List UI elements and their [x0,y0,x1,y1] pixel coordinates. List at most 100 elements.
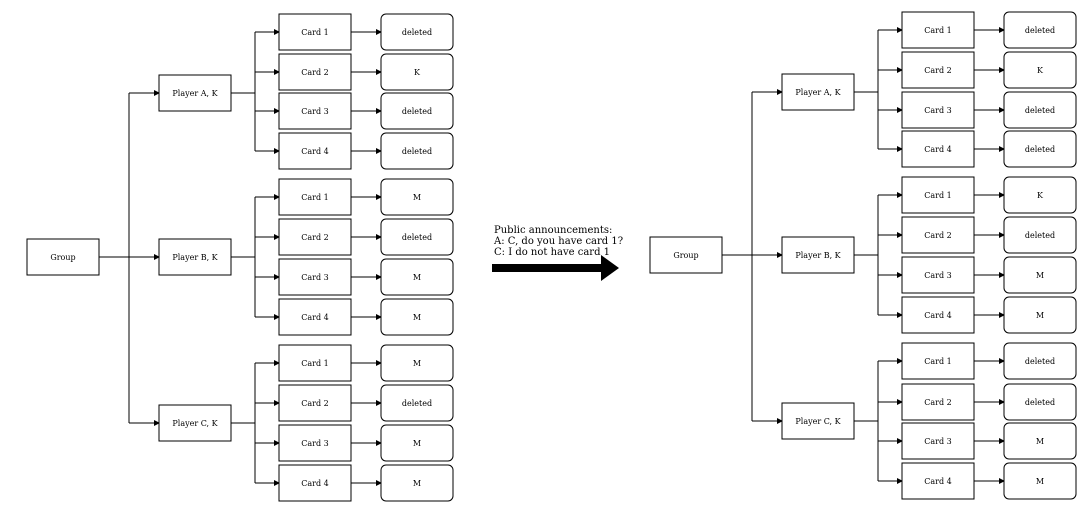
player-a-card-2-status-node: K [1003,51,1077,89]
player-b-card-1-node-label: Card 1 [924,191,951,200]
player-a-card-4-status-node-label: deleted [1025,145,1055,154]
player-b-card-1-status-node-label: M [413,193,421,202]
player-c-card-4-status-node: M [380,464,454,502]
player-c-node: Player C, K [781,402,855,440]
player-b-card-2-status-node: deleted [1003,216,1077,254]
player-a-card-1-status-node-label: deleted [1025,26,1055,35]
player-b-card-2-node: Card 2 [901,216,975,254]
player-c-card-1-status-node-label: M [413,359,421,368]
player-c-node-label: Player C, K [172,419,218,428]
player-a-card-4-node: Card 4 [278,132,352,170]
player-a-card-3-node: Card 3 [901,91,975,129]
player-a-node-label: Player A, K [795,88,841,97]
player-c-card-2-node-label: Card 2 [301,399,328,408]
player-b-card-4-status-node: M [1003,296,1077,334]
player-b-card-4-status-node-label: M [413,313,421,322]
player-c-card-3-node: Card 3 [901,422,975,460]
player-a-card-4-node-label: Card 4 [924,145,951,154]
player-c-card-2-node: Card 2 [278,384,352,422]
transition-arrow [492,255,619,281]
player-c-card-3-status-node: M [1003,422,1077,460]
player-c-card-4-status-node: M [1003,462,1077,500]
player-a-card-1-node-label: Card 1 [924,26,951,35]
player-c-card-1-node: Card 1 [901,342,975,380]
player-a-card-4-status-node: deleted [380,132,454,170]
player-b-card-1-node-label: Card 1 [301,193,328,202]
group-node-label: Group [50,253,75,262]
player-b-card-1-status-node-label: K [1037,191,1044,200]
player-b-card-1-status-node: M [380,178,454,216]
player-b-card-4-node: Card 4 [901,296,975,334]
group-node: Group [26,238,100,276]
player-a-card-4-node: Card 4 [901,130,975,168]
player-c-card-4-status-node-label: M [1036,477,1044,486]
player-a-card-3-status-node-label: deleted [402,107,432,116]
player-c-card-2-status-node: deleted [380,384,454,422]
player-c-card-1-status-node: deleted [1003,342,1077,380]
player-c-card-4-node: Card 4 [278,464,352,502]
player-a-card-3-status-node: deleted [1003,91,1077,129]
player-b-card-4-node-label: Card 4 [301,313,328,322]
player-c-card-2-status-node: deleted [1003,383,1077,421]
player-b-card-1-node: Card 1 [901,176,975,214]
player-b-card-4-status-node: M [380,298,454,336]
player-c-card-2-node: Card 2 [901,383,975,421]
player-a-card-4-status-node-label: deleted [402,147,432,156]
announcement-line-1: Public announcements: [494,225,612,236]
player-b-card-3-status-node-label: M [413,273,421,282]
player-c-card-1-node-label: Card 1 [924,357,951,366]
player-b-card-4-node-label: Card 4 [924,311,951,320]
player-c-card-4-node-label: Card 4 [301,479,328,488]
player-a-card-2-status-node: K [380,53,454,91]
player-c-card-1-node: Card 1 [278,344,352,382]
player-c-card-1-status-node-label: deleted [1025,357,1055,366]
player-a-card-1-status-node: deleted [1003,11,1077,49]
group-node-label: Group [673,251,698,260]
player-c-card-3-status-node-label: M [413,439,421,448]
player-c-card-1-node-label: Card 1 [301,359,328,368]
player-b-card-2-node-label: Card 2 [301,233,328,242]
player-b-card-4-status-node-label: M [1036,311,1044,320]
player-b-card-3-status-node: M [380,258,454,296]
player-c-card-2-node-label: Card 2 [924,398,951,407]
player-b-card-2-node-label: Card 2 [924,231,951,240]
announcement-line-2: A: C, do you have card 1? [493,236,623,247]
player-b-card-3-node: Card 3 [901,256,975,294]
player-a-card-1-node: Card 1 [278,13,352,51]
player-a-card-2-node: Card 2 [278,53,352,91]
player-c-node: Player C, K [158,404,232,442]
player-c-card-2-status-node-label: deleted [402,399,432,408]
player-b-card-4-node: Card 4 [278,298,352,336]
player-a-card-2-node: Card 2 [901,51,975,89]
player-b-card-3-status-node: M [1003,256,1077,294]
player-b-card-2-node: Card 2 [278,218,352,256]
player-c-card-3-node-label: Card 3 [924,437,951,446]
player-b-card-3-status-node-label: M [1036,271,1044,280]
player-c-card-4-node-label: Card 4 [924,477,951,486]
player-a-card-4-node-label: Card 4 [301,147,328,156]
player-b-card-1-node: Card 1 [278,178,352,216]
player-c-card-3-node: Card 3 [278,424,352,462]
player-a-card-1-status-node-label: deleted [402,28,432,37]
group-node: Group [649,236,723,274]
player-b-card-3-node: Card 3 [278,258,352,296]
player-c-card-3-node-label: Card 3 [301,439,328,448]
player-a-card-3-node-label: Card 3 [301,107,328,116]
player-a-card-1-status-node: deleted [380,13,454,51]
player-c-card-3-status-node-label: M [1036,437,1044,446]
player-a-node: Player A, K [158,74,232,112]
player-c-card-1-status-node: M [380,344,454,382]
player-c-card-2-status-node-label: deleted [1025,398,1055,407]
player-b-card-1-status-node: K [1003,176,1077,214]
player-a-card-3-node: Card 3 [278,92,352,130]
player-c-card-4-node: Card 4 [901,462,975,500]
player-a-card-1-node: Card 1 [901,11,975,49]
